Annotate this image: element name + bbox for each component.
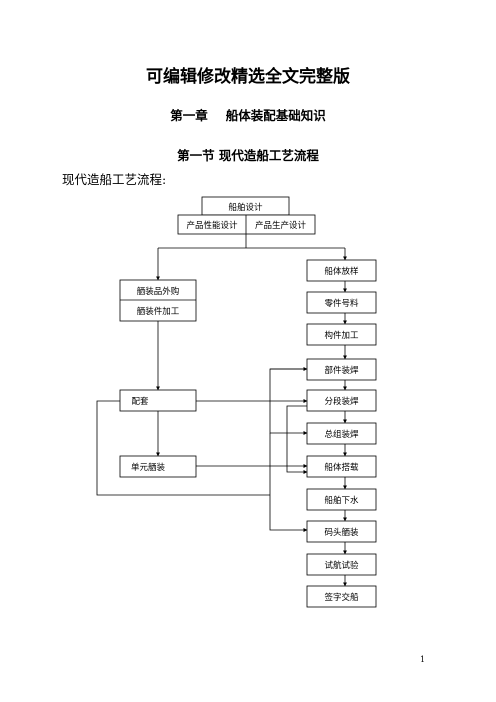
- block-assembly-box: [306, 389, 377, 412]
- quay-outfitting-box: [306, 520, 377, 543]
- sea-trial-label: 试航试验: [324, 560, 359, 571]
- part-assembly-box: [306, 358, 377, 381]
- hull-process-column: 船体放样 零件号料 构件加工 部件装焊 分段装焊 总组装焊 船体搭载 船舶下水 …: [306, 259, 377, 608]
- outfit-fabrication-label: 舾装件加工: [137, 306, 180, 317]
- outfit-box: [119, 279, 197, 322]
- hull-erection-box: [306, 455, 377, 478]
- delivery-box: [306, 585, 377, 608]
- outfit-purchase-label: 舾装品外购: [137, 286, 180, 297]
- unit-outfitting-label: 单元舾装: [131, 462, 166, 473]
- launching-box: [306, 488, 377, 511]
- chapter-title: 船体装配基础知识: [225, 108, 326, 123]
- section-title: 第一节 现代造船工艺流程: [177, 148, 319, 163]
- part-numbering-box: [306, 291, 377, 314]
- lofting-label: 船体放样: [324, 266, 359, 277]
- grand-block-box: [306, 422, 377, 445]
- main-title: 可编辑修改精选全文完整版: [146, 67, 350, 87]
- part-numbering-label: 零件号料: [324, 298, 359, 309]
- hull-erection-label: 船体搭载: [324, 462, 359, 473]
- chapter-number: 第一章: [170, 108, 208, 123]
- launching-label: 船舶下水: [324, 495, 359, 506]
- lofting-box: [306, 259, 377, 282]
- flow-connectors: [96, 234, 347, 587]
- design-label: 船舶设计: [228, 202, 263, 213]
- loop-matching-to-quay: [96, 400, 270, 496]
- page-number: 1: [420, 655, 426, 664]
- part-assembly-label: 部件装焊: [324, 365, 359, 376]
- arrow-loop-to-quay: [269, 433, 308, 532]
- product-design-box: [177, 214, 316, 235]
- sea-trial-box: [306, 553, 377, 576]
- block-assembly-label: 分段装焊: [324, 396, 359, 407]
- quay-outfitting-label: 码头舾装: [324, 527, 359, 538]
- matching-label: 配套: [131, 396, 149, 407]
- design-group: 船舶设计 产品性能设计 产品生产设计: [177, 196, 316, 235]
- unit-outfitting-box: [119, 455, 197, 478]
- intro-text: 现代造船工艺流程:: [62, 172, 167, 187]
- performance-design-label: 产品性能设计: [186, 220, 238, 231]
- production-design-label: 产品生产设计: [255, 220, 307, 231]
- component-processing-label: 构件加工: [324, 330, 359, 341]
- grand-block-label: 总组装焊: [324, 429, 359, 440]
- arrow-loop-to-block-and-erection: [286, 405, 308, 474]
- component-processing-box: [306, 323, 377, 346]
- matching-box: [119, 389, 197, 412]
- outfit-group: 舾装品外购 舾装件加工: [119, 279, 197, 322]
- delivery-label: 签字交船: [324, 592, 359, 603]
- chapter-heading: 第一章 船体装配基础知识: [0, 105, 496, 124]
